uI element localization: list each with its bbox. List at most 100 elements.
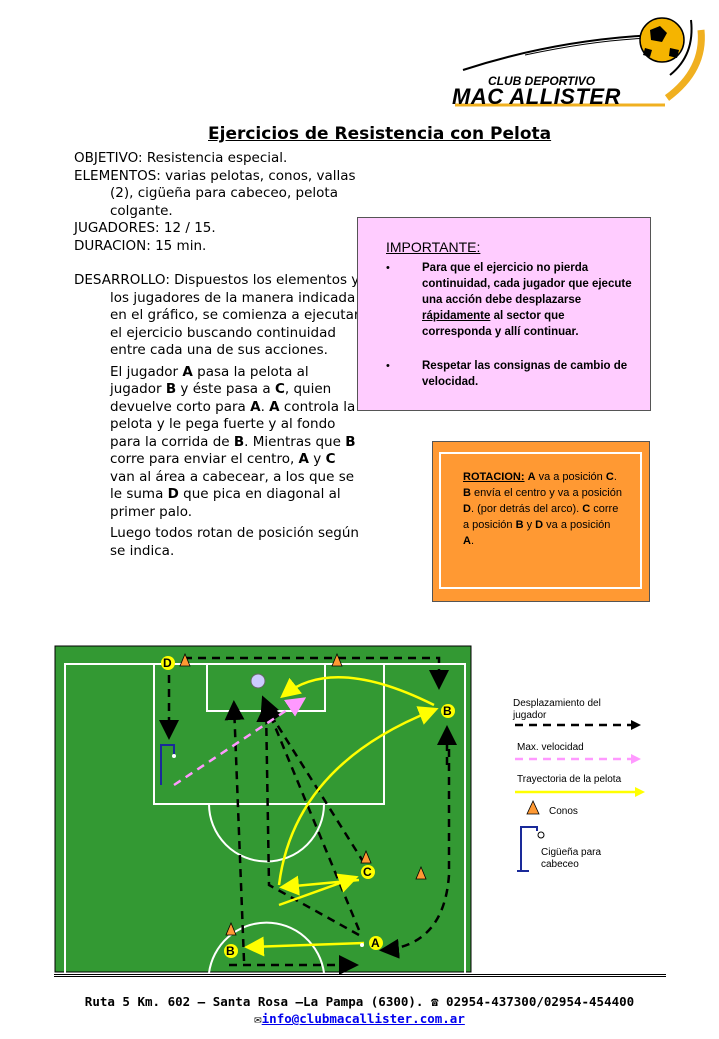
rotation-run: va a posición [543,519,611,531]
legend-ball-line [515,787,645,797]
desarrollo-run: B [165,381,177,397]
desarrollo-run: A [269,398,280,415]
desarrollo-run: D [167,486,179,502]
desarrollo-run: corre para enviar el centro, [110,451,299,467]
bullet-2: • [386,360,390,372]
footer-contact: Ruta 5 Km. 602 – Santa Rosa –La Pampa (6… [0,994,719,1009]
jugadores-value: 12 / 15. [159,220,216,236]
rotation-run: C [582,503,591,515]
mail-icon: ✉ [254,1011,262,1026]
rotation-run: B [515,519,524,531]
legend-run-label: Desplazamiento del jugador [513,698,601,721]
exercise-diagram: D B C A B [54,645,472,975]
desarrollo-run: y [309,451,326,467]
legend-stork-icon [517,826,545,872]
footer-phones: 02954-437300/02954-454400 [446,994,635,1009]
desarrollo-paragraph-2: El jugador A pasa la pelota al jugador B… [74,364,364,522]
desarrollo-run: C [274,381,285,397]
desarrollo-run: y éste pasa a [176,381,275,397]
desarrollo-run: C [325,451,336,467]
important-item-1-emphasis: rápidamente [422,310,491,322]
jugadores-label: JUGADORES: [74,220,160,236]
duracion-value: 15 min. [150,237,207,254]
important-item-1-end: al sector que corresponda y allí continu… [422,310,579,338]
rotation-run: . [613,471,617,483]
desarrollo-run: . [260,398,270,415]
footer-email-line: ✉info@clubmacallister.com.ar [0,1011,719,1026]
legend-speed-line [515,754,641,764]
player-c-label: C [363,865,372,879]
desarrollo-label: DESARROLLO: [74,272,170,288]
rotation-run: y [523,519,536,531]
rotation-text: ROTACION: A va a posición C. B envía el … [463,469,623,549]
elementos-line: ELEMENTOS: varias pelotas, conos, vallas… [74,168,364,221]
elementos-label: ELEMENTOS: [74,167,161,184]
desarrollo-run: A [182,363,193,380]
max-velocity-run [173,697,307,787]
legend-stork-label: Cigüeña para cabeceo [541,847,602,870]
desarrollo-run: que pica en diagonal al primer palo. [110,486,341,520]
important-box: IMPORTANTE: • Para que el ejercicio no p… [357,217,651,411]
player-b-bottom-label: B [226,944,235,958]
important-item-1: Para que el ejercicio no pierda continui… [422,260,632,340]
club-name: MAC ALLISTER [452,84,621,109]
player-runs [159,656,457,975]
rotation-run: . [470,535,475,547]
desarrollo-run: B [345,433,356,450]
email-link[interactable]: info@clubmacallister.com.ar [261,1011,465,1026]
stork-icon [160,744,175,785]
legend-ball-label: Trayectoria de la pelota [517,774,622,785]
rotation-run: B [463,487,471,499]
duracion-label: DURACION: [74,237,151,254]
ball-at-a [360,943,364,947]
desarrollo-run: A [298,451,309,467]
legend-run-line [515,720,641,730]
rotation-run: va a posición [535,471,606,483]
desarrollo-run: van al área a cabecear, a los que se le … [110,468,355,503]
club-label: CLUB DEPORTIVO [488,74,596,88]
rotation-run: ROTACION: [463,471,525,483]
jugadores-line: JUGADORES: 12 / 15. [74,220,364,238]
important-title: IMPORTANTE: [386,239,481,255]
rotation-run: D [535,519,544,531]
ball-paths [244,675,439,957]
legend-cones-label: Conos [549,806,578,817]
desarrollo-run: El jugador [110,363,183,380]
page-title: Ejercicios de Resistencia con Pelota [208,124,552,144]
rotation-run: . (por detrás del arco). [470,503,583,515]
player-d-label: D [163,656,172,670]
rotation-run: envía el centro y va a posición [470,487,622,499]
desarrollo-run: A [250,398,261,415]
hanging-ball [250,673,266,689]
stork-ball [172,754,176,758]
desarrollo-paragraph-3: Luego todos rotan de posición según se i… [110,525,359,559]
important-item-2: Respetar las consignas de cambio de velo… [422,360,628,388]
rotation-box: ROTACION: A va a posición C. B envía el … [432,441,650,602]
rotation-run: corre a posición [463,503,619,531]
player-b-top-label: B [443,704,452,718]
desarrollo-run: pasa la pelota al jugador [110,363,309,398]
rotation-run: D [463,503,471,515]
phone-icon: ☎ [430,994,439,1009]
desarrollo-value: Dispuestos los elementos y los jugadores… [110,272,360,358]
bullet-1: • [386,262,390,274]
desarrollo-run: . Mientras que [244,433,346,450]
elementos-value: varias pelotas, conos, vallas (2), cigüe… [110,167,356,219]
footer-rule [54,974,666,977]
objetivo-value: Resistencia especial. [142,150,288,166]
important-item-1-text: Para que el ejercicio no pierda continui… [422,262,632,306]
duracion-line: DURACION: 15 min. [74,238,364,256]
club-logo [455,17,705,107]
legend-cone-icon [526,800,540,815]
footer-address: Ruta 5 Km. 602 – Santa Rosa –La Pampa (6… [84,994,424,1009]
legend-speed-label: Max. velocidad [517,742,584,753]
rotation-run: C [605,471,614,483]
cones [179,652,427,936]
player-a-label: A [371,936,380,950]
rotation-inner-border [439,452,642,589]
exercise-description: OBJETIVO: Resistencia especial. ELEMENTO… [74,150,364,560]
desarrollo-run: B [233,433,245,450]
objetivo-line: OBJETIVO: Resistencia especial. [74,150,364,168]
rotation-run: A [527,471,536,483]
desarrollo-line: DESARROLLO: Dispuestos los elementos y l… [74,272,364,360]
